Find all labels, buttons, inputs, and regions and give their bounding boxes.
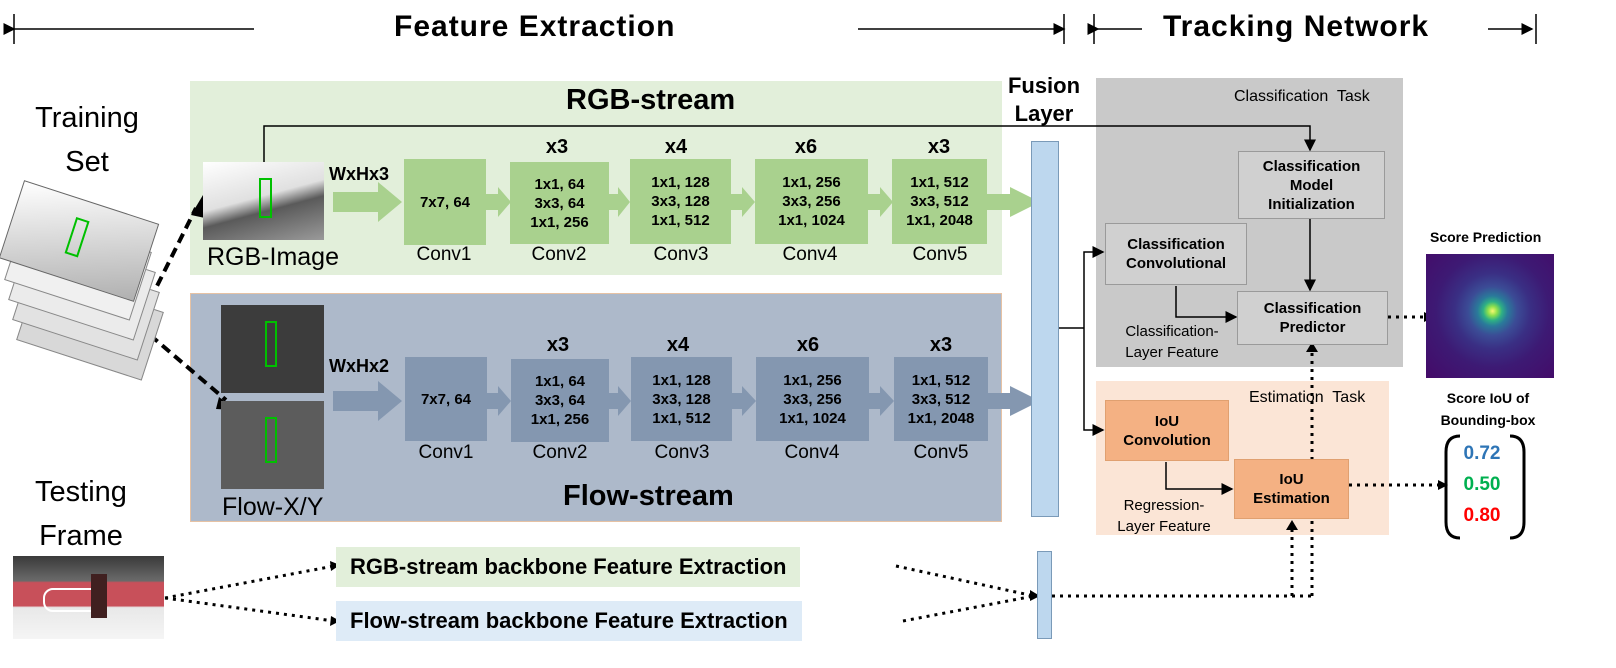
rgb-conv2-mult: x3	[545, 136, 569, 158]
score-iou-label: Score IoU of Bounding-box	[1440, 390, 1536, 428]
rgb-image-label: RGB-Image	[207, 243, 339, 271]
flow-image-label: Flow-X/Y	[222, 493, 324, 521]
classification-task-label: Classification Task	[1234, 88, 1370, 105]
flow-conv5-block: 1x1, 512 3x3, 512 1x1, 2048	[894, 357, 988, 441]
flow-conv5-mult: x3	[929, 334, 953, 356]
estimation-task-label: Estimation Task	[1249, 389, 1366, 406]
flow-x-image	[221, 305, 324, 393]
flow-conv2-caption: Conv2	[532, 442, 588, 463]
rgb-conv2-block: 1x1, 64 3x3, 64 1x1, 256	[510, 162, 609, 244]
rgb-conv5-mult: x3	[927, 136, 951, 158]
rgb-conv3-block: 1x1, 128 3x3, 128 1x1, 512	[630, 159, 731, 244]
classification-convolutional-box: Classification Convolutional	[1105, 223, 1247, 285]
rgb-conv1-caption: Conv1	[416, 244, 472, 265]
iou-convolution-box: IoU Convolution	[1105, 400, 1229, 461]
flow-conv2-block: 1x1, 64 3x3, 64 1x1, 256	[511, 359, 609, 442]
iou-score-3: 0.80	[1463, 505, 1501, 526]
iou-score-1: 0.72	[1463, 443, 1501, 464]
flow-stream-title: Flow-stream	[563, 480, 734, 512]
rgb-input-dims: WxHx3	[329, 164, 390, 184]
fusion-layer-bar-test	[1037, 551, 1052, 639]
rgb-stream-title: RGB-stream	[566, 84, 736, 116]
classification-predictor-box: Classification Predictor	[1237, 291, 1388, 345]
fusion-layer-label: Fusion Layer	[1007, 73, 1081, 126]
rgb-conv3-caption: Conv3	[653, 244, 709, 265]
feature-extraction-header: Feature Extraction	[394, 10, 676, 43]
rgb-conv5-caption: Conv5	[912, 244, 968, 265]
flow-backbone-box: Flow-stream backbone Feature Extraction	[336, 601, 802, 641]
training-set-label: Training Set	[35, 102, 139, 178]
rgb-conv2-caption: Conv2	[531, 244, 587, 265]
rgb-conv3-mult: x4	[664, 136, 688, 158]
flow-conv1-caption: Conv1	[418, 442, 474, 463]
flow-conv4-mult: x6	[796, 334, 820, 356]
rgb-conv4-mult: x6	[794, 136, 818, 158]
rgb-conv4-caption: Conv4	[782, 244, 838, 265]
classification-model-init-box: Classification Model Initialization	[1238, 151, 1385, 219]
rgb-image-thumbnail	[203, 162, 324, 240]
regression-layer-feature-label: Regression- Layer Feature	[1117, 497, 1211, 535]
flow-conv1-block: 7x7, 64	[405, 357, 487, 441]
rgb-conv1-block: 7x7, 64	[404, 159, 486, 245]
flow-conv2-mult: x3	[546, 334, 570, 356]
rgb-backbone-box: RGB-stream backbone Feature Extraction	[336, 547, 801, 587]
training-set-image-stack	[0, 170, 170, 410]
flow-conv3-caption: Conv3	[654, 442, 710, 463]
flow-conv3-mult: x4	[666, 334, 690, 356]
testing-frame-image	[13, 556, 164, 639]
flow-input-dims: WxHx2	[329, 356, 390, 376]
flow-conv3-block: 1x1, 128 3x3, 128 1x1, 512	[631, 357, 732, 441]
tracking-network-header: Tracking Network	[1163, 10, 1430, 43]
rgb-conv4-block: 1x1, 256 3x3, 256 1x1, 1024	[755, 159, 868, 244]
rgb-conv5-block: 1x1, 512 3x3, 512 1x1, 2048	[892, 159, 987, 244]
iou-estimation-box: IoU Estimation	[1234, 459, 1349, 519]
fusion-layer-bar	[1031, 141, 1059, 517]
score-heatmap	[1426, 254, 1554, 378]
flow-conv4-caption: Conv4	[784, 442, 840, 463]
flow-conv5-caption: Conv5	[913, 442, 969, 463]
iou-score-2: 0.50	[1463, 474, 1501, 495]
score-prediction-label: Score Prediction	[1430, 229, 1542, 245]
testing-frame-label: Testing Frame	[35, 476, 127, 552]
classification-layer-feature-label: Classification- Layer Feature	[1125, 323, 1219, 361]
flow-conv4-block: 1x1, 256 3x3, 256 1x1, 1024	[756, 357, 869, 441]
flow-y-image	[221, 401, 324, 489]
